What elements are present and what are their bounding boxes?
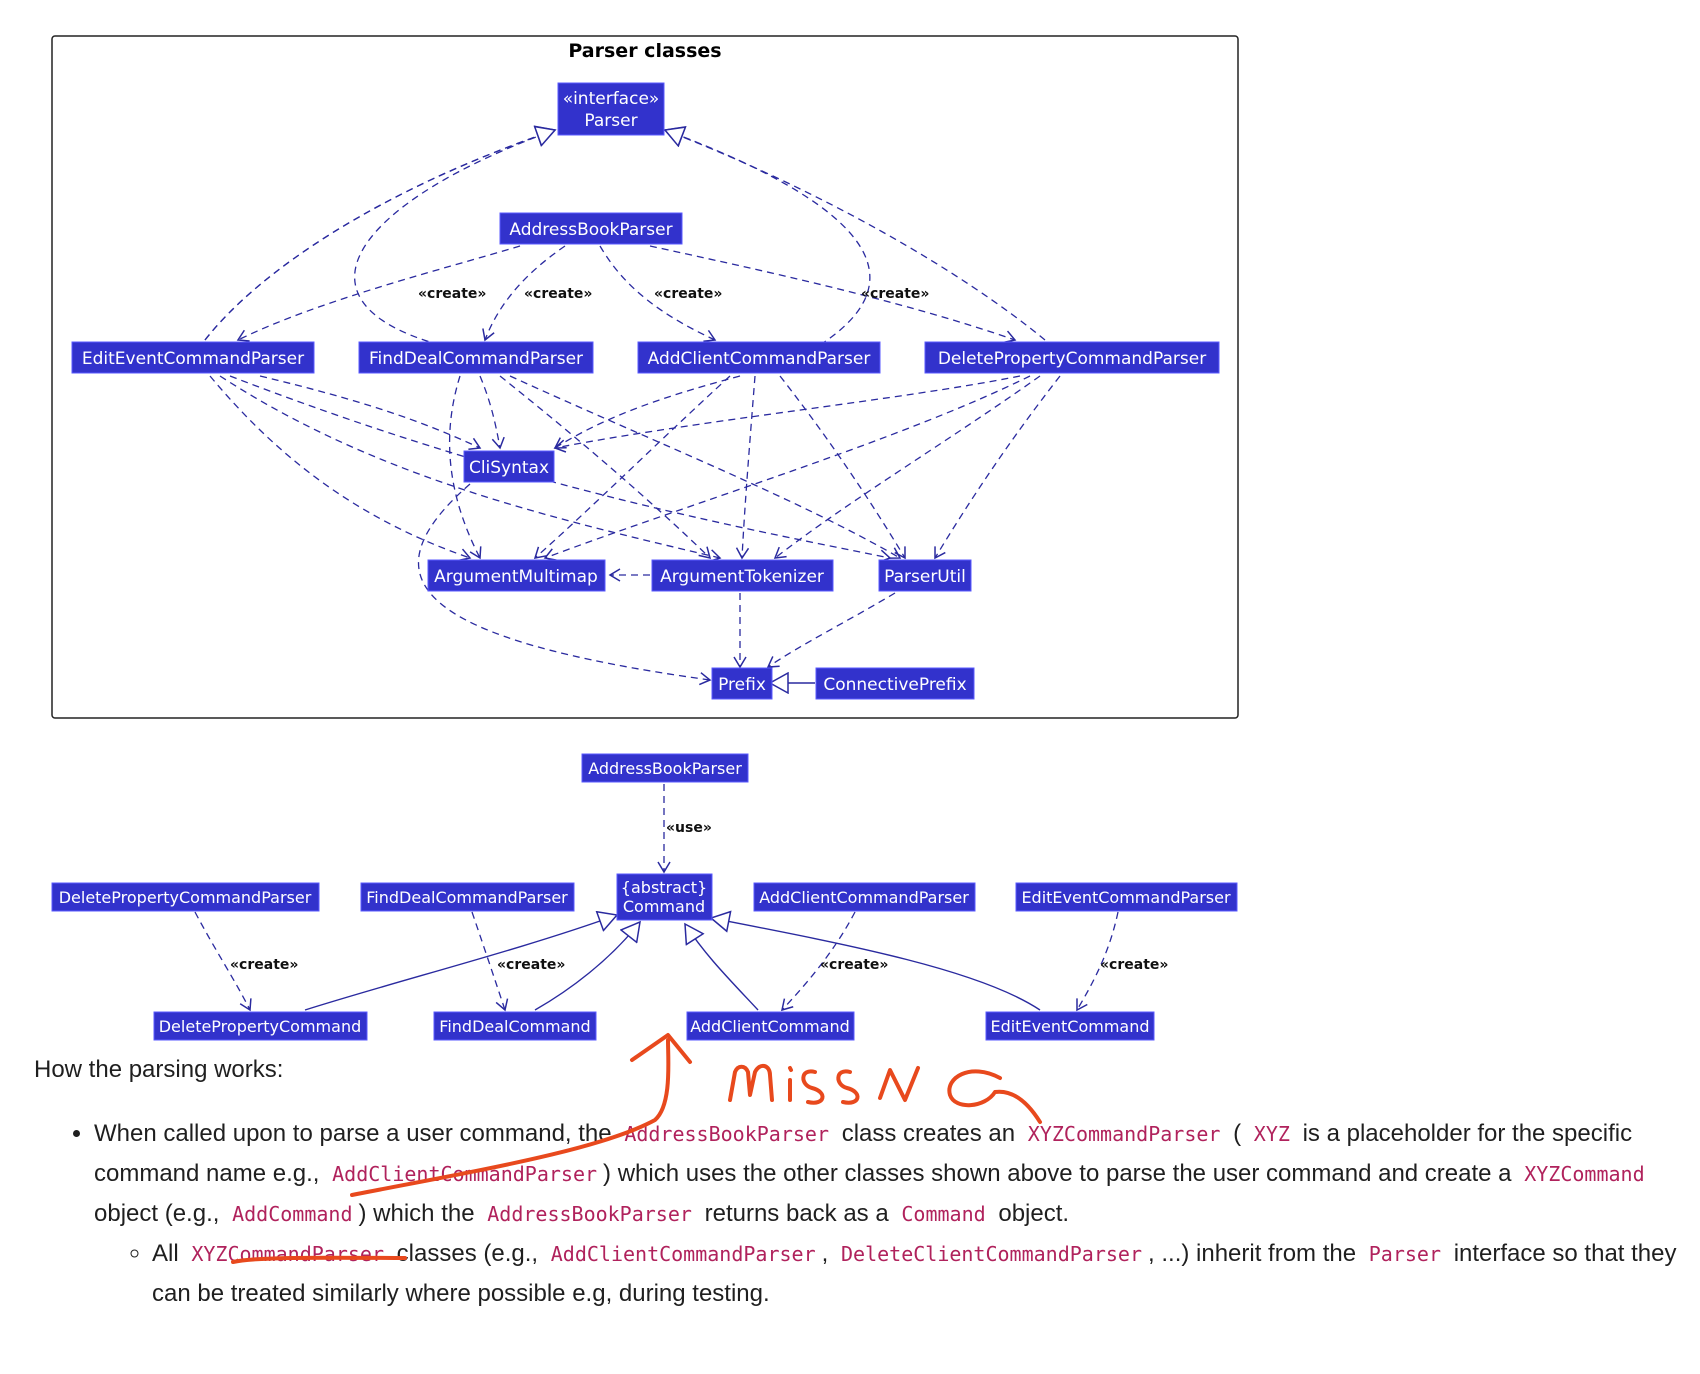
code-add-client-command-parser: AddClientCommandParser	[332, 1162, 598, 1186]
svg-text:«create»: «create»	[230, 957, 298, 973]
frame-title: Parser classes	[568, 40, 721, 62]
svg-text:AddClientCommandParser: AddClientCommandParser	[648, 349, 871, 369]
connective-prefix-node: ConnectivePrefix	[815, 667, 975, 700]
svg-text:Parser: Parser	[584, 111, 637, 131]
svg-text:«create»: «create»	[1100, 957, 1168, 973]
command-edge-labels: «use» «create» «create» «create» «create…	[230, 820, 1168, 973]
svg-text:«create»: «create»	[654, 286, 722, 302]
parser-util-node: ParserUtil	[878, 559, 972, 592]
svg-text:FindDealCommand: FindDealCommand	[439, 1017, 590, 1036]
code-add-client-command-parser-2: AddClientCommandParser	[550, 1242, 816, 1266]
svg-text:«create»: «create»	[861, 286, 929, 302]
svg-text:AddClientCommandParser: AddClientCommandParser	[759, 888, 969, 907]
parsing-explanation: How the parsing works: When called upon …	[34, 1050, 1700, 1314]
svg-text:EditEventCommandParser: EditEventCommandParser	[1021, 888, 1231, 907]
svg-text:AddClientCommand: AddClientCommand	[690, 1017, 850, 1036]
svg-text:ArgumentTokenizer: ArgumentTokenizer	[660, 567, 824, 587]
svg-text:DeletePropertyCommand: DeletePropertyCommand	[159, 1017, 362, 1036]
svg-text:«create»: «create»	[524, 286, 592, 302]
svg-text:DeletePropertyCommandParser: DeletePropertyCommandParser	[938, 349, 1206, 369]
address-book-parser-node: AddressBookParser	[499, 212, 683, 245]
svg-text:ConnectivePrefix: ConnectivePrefix	[823, 675, 966, 695]
svg-text:ParserUtil: ParserUtil	[884, 567, 966, 587]
svg-text:DeletePropertyCommandParser: DeletePropertyCommandParser	[59, 888, 312, 907]
svg-text:«interface»: «interface»	[563, 89, 660, 109]
svg-text:«create»: «create»	[820, 957, 888, 973]
command-abstract-node: {abstract} Command	[616, 873, 713, 921]
parser-interface-node: «interface» Parser	[557, 82, 665, 136]
edit-event-command-node: EditEventCommand	[985, 1011, 1155, 1041]
delete-property-command-parser-node: DeletePropertyCommandParser	[924, 341, 1220, 374]
edit-event-command-parser-node: EditEventCommandParser	[71, 341, 315, 374]
code-parser: Parser	[1368, 1242, 1442, 1266]
bullet-parse-flow: When called upon to parse a user command…	[94, 1114, 1700, 1314]
svg-text:«use»: «use»	[666, 820, 712, 836]
find-deal-command-parser-node: FindDealCommandParser	[358, 341, 594, 374]
svg-text:ArgumentMultimap: ArgumentMultimap	[434, 567, 598, 587]
svg-text:«create»: «create»	[497, 957, 565, 973]
argument-multimap-node: ArgumentMultimap	[427, 559, 606, 592]
svg-text:AddressBookParser: AddressBookParser	[509, 220, 672, 240]
svg-text:EditEventCommandParser: EditEventCommandParser	[82, 349, 304, 369]
frame-border	[51, 35, 1239, 719]
code-address-book-parser-2: AddressBookParser	[487, 1202, 692, 1226]
sub-bullets: All XYZCommandParser classes (e.g., AddC…	[94, 1234, 1700, 1314]
parsing-bullets: When called upon to parse a user command…	[34, 1114, 1700, 1314]
svg-text:Prefix: Prefix	[718, 675, 766, 695]
svg-text:{abstract}: {abstract}	[621, 878, 707, 897]
parser-classes-diagram: Parser classes «create»	[51, 35, 1239, 719]
code-address-book-parser: AddressBookParser	[624, 1122, 830, 1146]
code-xyz: XYZ	[1253, 1122, 1290, 1146]
svg-text:AddressBookParser: AddressBookParser	[588, 759, 742, 778]
find-deal-command-parser-node-2: FindDealCommandParser	[360, 882, 575, 912]
add-client-command-parser-node: AddClientCommandParser	[637, 341, 881, 374]
svg-text:Command: Command	[623, 897, 705, 916]
delete-property-command-node: DeletePropertyCommand	[153, 1011, 368, 1041]
prefix-node: Prefix	[711, 667, 773, 700]
argument-tokenizer-node: ArgumentTokenizer	[651, 559, 834, 592]
create-edge-labels: «create» «create» «create» «create»	[418, 286, 929, 302]
add-client-command-node: AddClientCommand	[686, 1011, 855, 1041]
code-xyz-command: XYZCommand	[1524, 1162, 1645, 1186]
cli-syntax-node: CliSyntax	[463, 450, 555, 483]
svg-text:CliSyntax: CliSyntax	[469, 458, 549, 478]
dependency-edges	[204, 130, 1061, 683]
command-diagram: «use» «create» «create» «create» «create…	[51, 753, 1238, 1041]
address-book-parser-node-2: AddressBookParser	[581, 753, 749, 783]
code-add-command: AddCommand	[232, 1202, 353, 1226]
bullet-parser-interface: All XYZCommandParser classes (e.g., AddC…	[152, 1234, 1700, 1314]
svg-text:«create»: «create»	[418, 286, 486, 302]
svg-text:FindDealCommandParser: FindDealCommandParser	[366, 888, 568, 907]
code-command: Command	[901, 1202, 986, 1226]
command-edges	[194, 784, 1119, 1012]
add-client-command-parser-node-2: AddClientCommandParser	[753, 882, 976, 912]
parsing-heading: How the parsing works:	[34, 1056, 284, 1083]
code-xyz-command-parser: XYZCommandParser	[1027, 1122, 1221, 1146]
edit-event-command-parser-node-2: EditEventCommandParser	[1015, 882, 1238, 912]
svg-text:EditEventCommand: EditEventCommand	[990, 1017, 1149, 1036]
find-deal-command-node: FindDealCommand	[433, 1011, 597, 1041]
delete-property-command-parser-node-2: DeletePropertyCommandParser	[51, 882, 320, 912]
svg-text:FindDealCommandParser: FindDealCommandParser	[369, 349, 583, 369]
code-xyz-command-parser-2: XYZCommandParser	[191, 1242, 384, 1266]
code-delete-client-command-parser: DeleteClientCommandParser	[840, 1242, 1143, 1266]
